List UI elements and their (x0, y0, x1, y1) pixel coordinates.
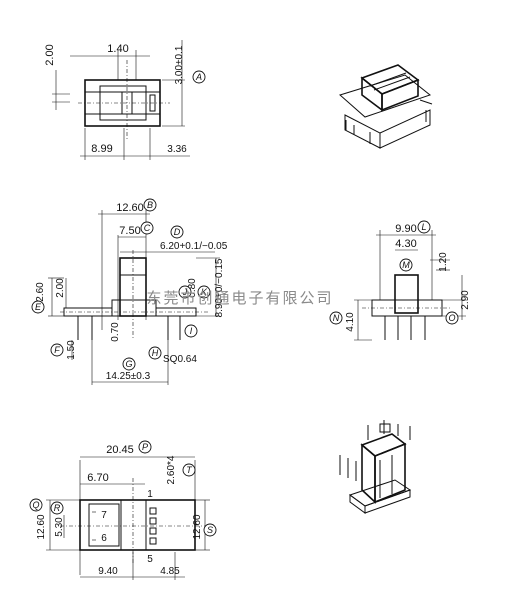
callout-k-text: K (201, 287, 208, 297)
pin-5-label: 5 (147, 554, 153, 565)
callout-q-text: Q (32, 500, 39, 510)
dim-height-label: 2.00 (44, 44, 56, 65)
callout-h-text: H (152, 348, 159, 358)
dim-080-label: 0.80 (187, 278, 198, 298)
dim-120-label: 1.20 (438, 252, 449, 272)
dim-430-label: 4.30 (395, 238, 416, 250)
dim-1260-left-label: 12.60 (36, 514, 47, 539)
callout-f-text: F (54, 345, 60, 355)
callout-s-text: S (207, 525, 213, 535)
dim-260-label: 2.60 (35, 282, 46, 302)
dim-bottom-left-label: 8.99 (91, 143, 112, 155)
callout-j-text: J (182, 287, 188, 297)
dim-620-label: 6.20+0.1/−0.05 (160, 241, 228, 252)
pin-6-label: 6 (101, 533, 107, 544)
dim-750-label: 7.50 (119, 225, 140, 237)
dim-width-label: 1.40 (107, 43, 128, 55)
callout-a (192, 70, 206, 84)
dim-410-label: 4.10 (345, 312, 356, 332)
callout-e-text: E (35, 302, 42, 312)
dim-1425-label: 14.25±0.3 (106, 371, 151, 382)
watermark-text: 东莞市创通电子有限公司 (146, 290, 333, 307)
callout-g-text: G (125, 359, 132, 369)
callout-i-text: I (190, 326, 193, 336)
top-view: 2.00 1.40 3.00±0.1 A 8.99 3.36 (44, 40, 206, 160)
dim-990-label: 9.90 (395, 223, 416, 235)
dim-070-label: 0.70 (110, 322, 121, 342)
dim-2045-label: 20.45 (106, 444, 134, 456)
side-view: 9.90 L 4.30 M 1.20 2.90 O 4.10 N (329, 220, 471, 341)
dim-260x4-label: 2.60*4 (166, 455, 177, 484)
callout-n-text: N (333, 313, 340, 323)
dim-tol-label: 3.00±0.1 (174, 45, 185, 84)
pin-7-label: 7 (101, 510, 107, 521)
callout-t-text: T (186, 465, 193, 475)
callout-b-text: B (147, 200, 153, 210)
dim-150-label: 1.50 (66, 340, 77, 360)
front-view: 12.60 B 7.50 C 6.20+0.1/−0.05 D 8.90+0/−… (31, 198, 228, 385)
callout-d-text: D (174, 227, 181, 237)
dim-1260-label: 12.60 (116, 202, 144, 214)
dim-290-label: 2.90 (460, 290, 471, 310)
isometric-view-bottom (339, 420, 412, 514)
dim-200-label: 2.00 (55, 278, 66, 298)
dim-670-label: 6.70 (87, 472, 108, 484)
dim-940-label: 9.40 (98, 566, 118, 577)
callout-a-text: A (195, 72, 202, 82)
callout-m-text: M (402, 260, 410, 270)
isometric-view-top (338, 64, 433, 149)
dim-890-label: 8.90+0/−0.15 (214, 258, 225, 317)
callout-l-text: L (421, 222, 426, 232)
bottom-view: 20.45 P 6.70 2.60*4 T 7 6 1 5 12.60 5.30… (29, 440, 217, 580)
dim-1260-right-label: 12.60 (192, 514, 203, 539)
callout-c-text: C (144, 223, 151, 233)
dim-bottom-right-label: 3.36 (167, 144, 187, 155)
dim-530-label: 5.30 (54, 517, 65, 537)
dim-sq-label: SQ0.64 (163, 354, 197, 365)
dim-485-label: 4.85 (160, 566, 180, 577)
callout-p-text: P (142, 442, 148, 452)
callout-o-text: O (448, 313, 455, 323)
pin-1-label: 1 (147, 489, 153, 500)
callout-r-text: R (54, 503, 61, 513)
